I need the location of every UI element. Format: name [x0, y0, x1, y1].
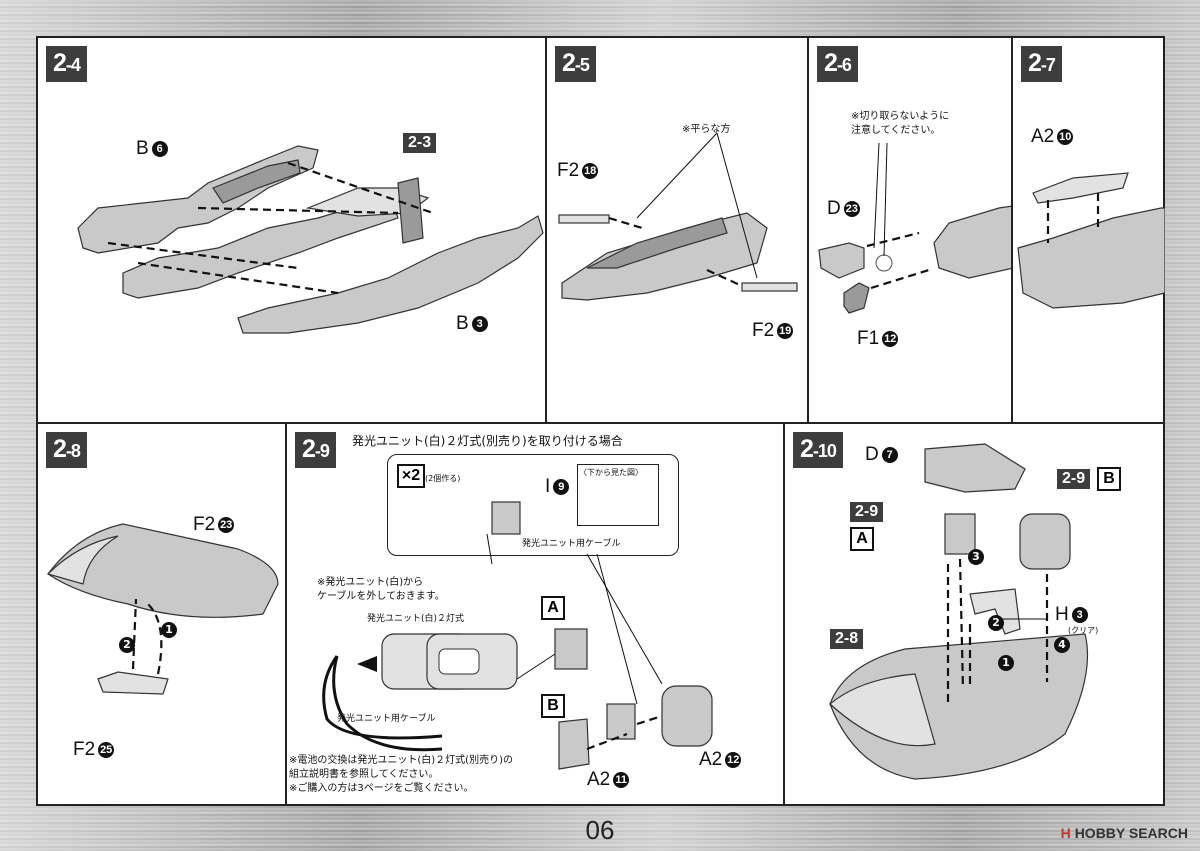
order-marker-2: 2: [116, 634, 135, 653]
reference-step-2-9b: 2-9: [1057, 469, 1091, 489]
reference-step-2-8: 2-8: [830, 629, 864, 649]
bottom-view-box: [577, 464, 659, 526]
step-badge: 2-4: [46, 46, 87, 82]
reference-step-2-3: 2-3: [403, 133, 437, 153]
panel-step-2-9: 2-9 発光ユニット(白)２灯式(別売り)を取り付ける場合 ×2 (2個作る) …: [287, 424, 785, 806]
unit-label: 発光ユニット(白)２灯式: [367, 614, 465, 624]
box-letter-a: A: [850, 527, 874, 551]
page-number: 06: [585, 815, 615, 845]
step-badge: 2-6: [817, 46, 858, 82]
clear-note: (クリア): [1068, 626, 1099, 635]
final-assembly-diagram: [829, 443, 1089, 780]
step-badge: 2-5: [555, 46, 596, 82]
sub-assembly-callout: [387, 454, 679, 556]
step-badge: 2-7: [1021, 46, 1062, 82]
multiplier-badge: ×2: [397, 464, 425, 488]
bottom-view-label: 〈下から見た図〉: [579, 468, 643, 477]
note-flat-side: ※平らな方: [682, 124, 731, 135]
cable-label-bottom: 発光ユニット用ケーブル: [337, 714, 436, 724]
step-badge: 2-8: [46, 432, 87, 468]
stern-assembly-diagram: [1017, 172, 1165, 309]
bow-assembly-diagram: [558, 132, 798, 301]
note-do-not-cut: ※切り取らないように注意してください。: [851, 111, 950, 136]
light-unit-diagram: [322, 501, 713, 770]
heading-light-unit: 発光ユニット(白)２灯式(別売り)を取り付ける場合: [352, 434, 623, 448]
order-marker-4: 4: [1051, 634, 1070, 653]
note-remove-cable: ※発光ユニット(白)からケーブルを外しておきます。: [317, 577, 445, 602]
order-marker-3: 3: [965, 546, 984, 565]
order-marker-1: 1: [158, 619, 177, 638]
box-letter-b: B: [541, 694, 565, 718]
step-badge: 2-10: [793, 432, 843, 468]
multiplier-note: (2個作る): [425, 474, 461, 483]
step-badge: 2-9: [295, 432, 336, 468]
hull-assembly-diagram: [77, 145, 544, 334]
note-battery: ※電池の交換は発光ユニット(白)２灯式(別売り)の組立説明書を参照してください。…: [289, 755, 513, 794]
cable-label-top: 発光ユニット用ケーブル: [522, 539, 621, 549]
order-marker-2: 2: [985, 612, 1004, 631]
watermark-logo-icon: H: [1060, 825, 1071, 841]
box-letter-b: B: [1097, 467, 1121, 491]
order-marker-1: 1: [995, 652, 1014, 671]
detail-assembly-diagram: [818, 142, 1011, 314]
box-letter-a: A: [541, 596, 565, 620]
lower-hull-diagram: [46, 523, 279, 695]
watermark: H HOBBY SEARCH: [1060, 825, 1188, 841]
reference-step-2-9a: 2-9: [850, 502, 884, 522]
